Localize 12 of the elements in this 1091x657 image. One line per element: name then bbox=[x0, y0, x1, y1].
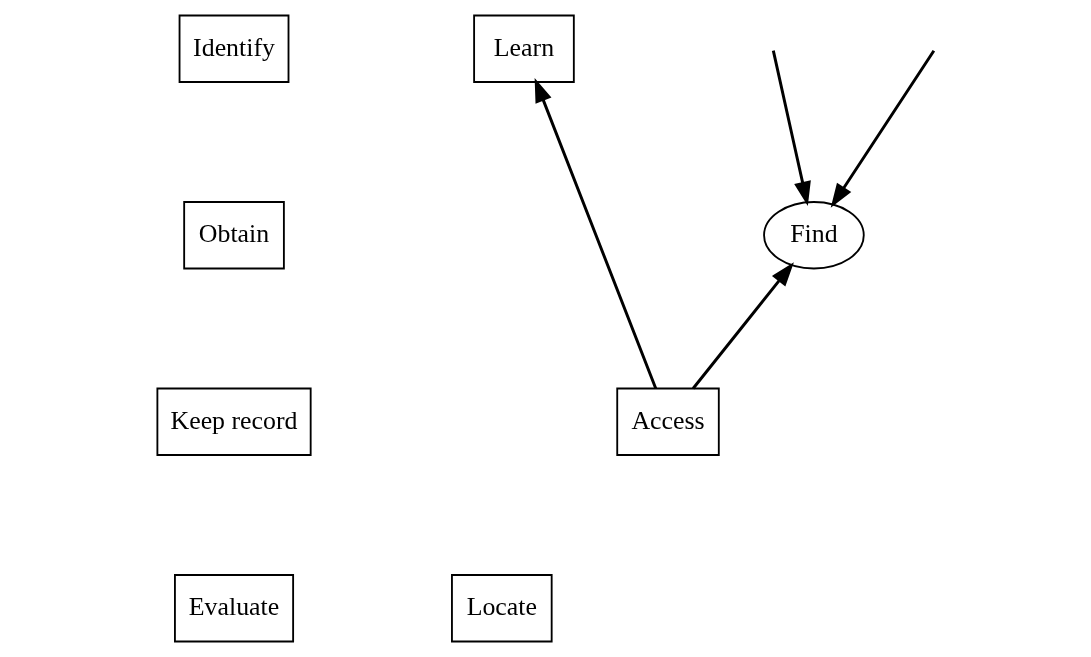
arrow bbox=[691, 262, 794, 390]
node-ellipse: Find bbox=[762, 201, 865, 270]
arrow bbox=[830, 49, 935, 208]
arrow bbox=[771, 50, 811, 206]
node-box: Evaluate bbox=[173, 574, 294, 643]
arrow bbox=[534, 77, 657, 390]
node-box: Learn bbox=[472, 14, 575, 83]
node-box: Locate bbox=[450, 574, 553, 643]
node-box: Access bbox=[615, 387, 720, 456]
node-box: Keep record bbox=[155, 387, 312, 456]
node-box: Obtain bbox=[182, 201, 285, 270]
node-box: Identify bbox=[178, 14, 289, 83]
